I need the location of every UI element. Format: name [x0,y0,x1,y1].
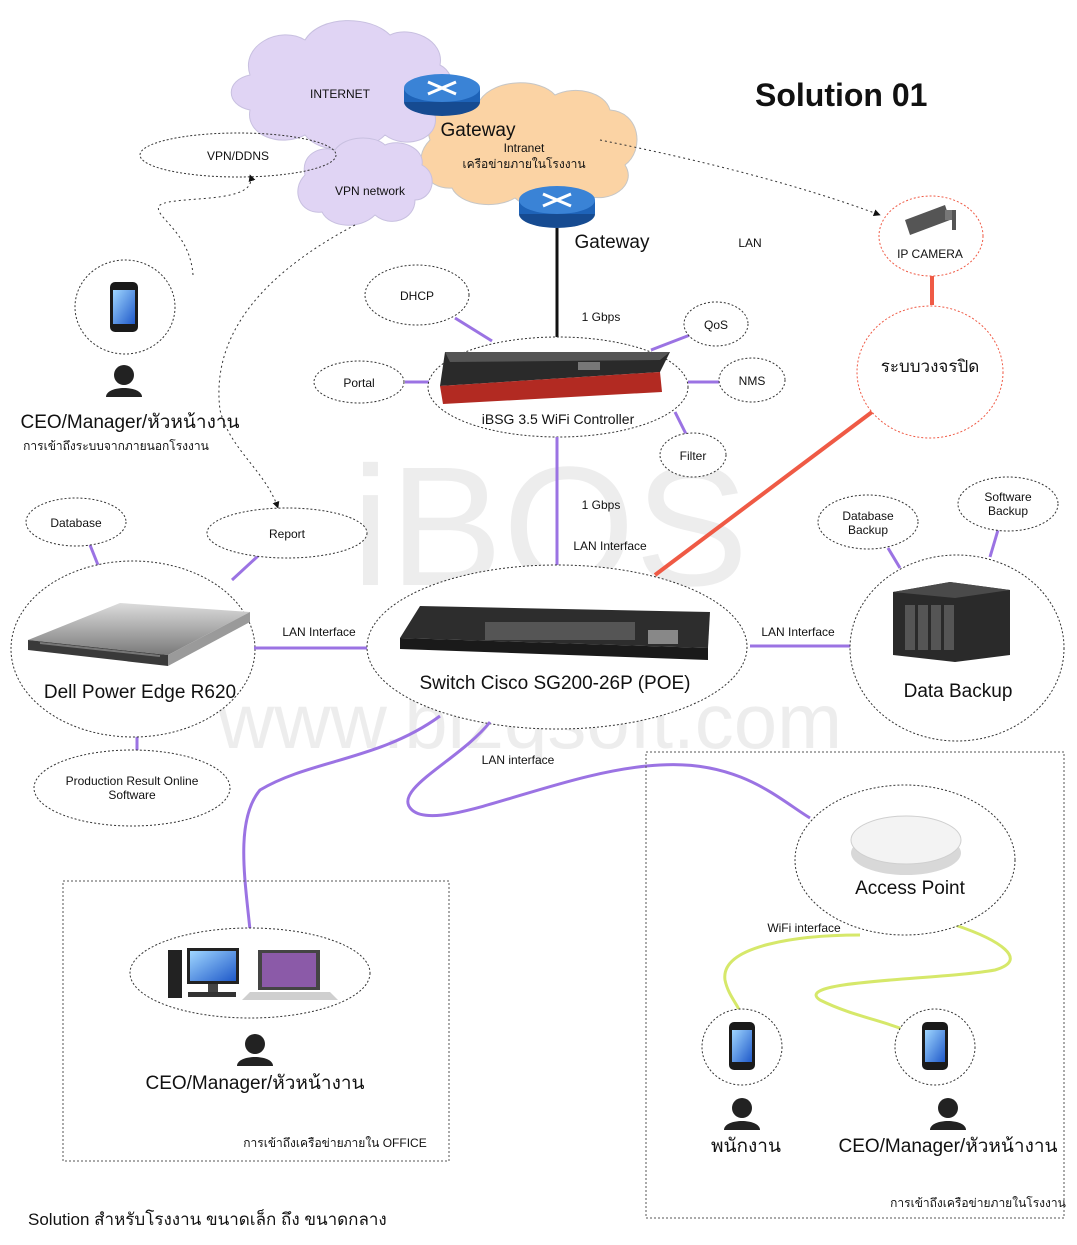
nms-ellipse [718,357,786,403]
sw-backup-link [988,529,1000,558]
switch-cctv-link [653,410,874,577]
portal-ellipse [313,360,405,404]
ip-camera-label: IP CAMERA [897,247,963,261]
ap-staff-wifi-link [723,933,861,1013]
gateway-top-label: Gateway [441,120,516,141]
portal-label: Portal [343,376,374,390]
db-backup-line1: Database [842,509,894,523]
access-point-icon [850,815,962,875]
db-backup-ellipse [817,494,919,550]
dhcp-ellipse [364,264,470,326]
database-label: Database [50,516,102,530]
cctv-ellipse [856,305,1004,439]
laptop-icon [242,950,338,1000]
office-devices-ellipse [129,927,371,1019]
qos-link [650,333,691,352]
desktop-computer-icon [168,948,239,998]
controller-lan-interface-label: LAN Interface [573,539,647,553]
network-switch-icon [400,606,710,660]
controller-name: iBSG 3.5 WiFi Controller [482,411,635,427]
switch-ap-link [406,721,811,820]
production-ellipse [33,749,231,827]
server-name: Dell Power Edge R620 [44,682,236,703]
factory-zone [645,751,1065,1219]
controller-uplink-speed: 1 Gbps [582,310,621,324]
lan-label: LAN [738,236,761,250]
backup-name: Data Backup [904,681,1013,702]
ap-manager-wifi-link [814,923,1012,1032]
filter-link [673,411,688,435]
vpn-ddns-label: VPN/DDNS [207,149,269,163]
router-icon [404,74,480,116]
vpn-network-label: VPN network [335,184,406,198]
dhcp-link [454,316,493,343]
smartphone-icon [922,1022,948,1070]
access-point-name: Access Point [855,878,966,899]
mobile-vpn-link [157,174,256,276]
person-icon [106,365,142,397]
factory-manager-label: CEO/Manager/หัวหน้างาน [838,1136,1057,1157]
sw-backup-ellipse [957,476,1059,532]
person-icon [237,1034,273,1066]
sw-backup-line1: Software [984,490,1032,504]
person-icon [724,1098,760,1130]
vpn-ddns-ellipse [139,132,337,178]
qos-ellipse [683,301,749,347]
ip-camera-ellipse [878,195,984,277]
backup-lan-interface-label: LAN Interface [761,625,835,639]
footer-caption: Solution สำหรับโรงงาน ขนาดเล็ก ถึง ขนาดก… [28,1208,387,1229]
intranet-label: Intranet [504,141,545,155]
intranet-to-camera-link [599,139,881,217]
rack-server-icon [28,603,250,666]
report-ellipse [206,507,368,559]
orange-cloud [420,82,638,210]
router-icon [519,186,595,228]
staff-label: พนักงาน [711,1136,781,1157]
server-lan-interface-label: LAN Interface [282,625,356,639]
controller-downlink-speed: 1 Gbps [582,498,621,512]
wifi-interface-label: WiFi interface [767,921,841,935]
vpn-to-report-link [218,224,356,509]
office-zone [62,880,450,1162]
filter-label: Filter [680,449,707,463]
database-ellipse [25,497,127,547]
smartphone-icon [110,282,138,332]
internet-label: INTERNET [310,87,371,101]
office-role-label: CEO/Manager/หัวหน้างาน [145,1073,364,1094]
report-link [230,554,260,582]
db-backup-line2: Backup [848,523,888,537]
vpn-cloud [297,137,433,226]
nas-device-icon [893,582,1010,662]
factory-access-note: การเข้าถึงเครือข่ายภายในโรงงาน [890,1196,1066,1210]
switch-office-link [242,714,441,931]
production-label-line1: Production Result Online [66,774,199,788]
sw-backup-line2: Backup [988,504,1028,518]
smartphone-icon [729,1022,755,1070]
production-label-line2: Software [108,788,156,802]
remote-phone-ellipse [74,259,176,355]
dhcp-label: DHCP [400,289,434,303]
wifi-controller-icon [440,352,670,404]
qos-label: QoS [704,318,728,332]
remote-role-label: CEO/Manager/หัวหน้างาน [20,412,239,433]
person-icon [930,1098,966,1130]
camera-icon [905,205,956,235]
db-backup-link [886,547,902,569]
intranet-thai-label: เครือข่ายภายในโรงงาน [462,157,585,171]
remote-access-note: การเข้าถึงระบบจากภายนอกโรงงาน [23,439,209,453]
gateway-bottom-label: Gateway [575,232,650,253]
diagram-title: Solution 01 [755,77,927,113]
nms-label: NMS [739,374,766,388]
cctv-label: ระบบวงจรปิด [881,357,980,376]
switch-lan-interface-down-label: LAN interface [482,753,555,767]
switch-name: Switch Cisco SG200-26P (POE) [419,673,690,694]
filter-ellipse [659,432,727,478]
report-label: Report [269,527,306,541]
office-access-note: การเข้าถึงเครือข่ายภายใน OFFICE [243,1136,426,1150]
